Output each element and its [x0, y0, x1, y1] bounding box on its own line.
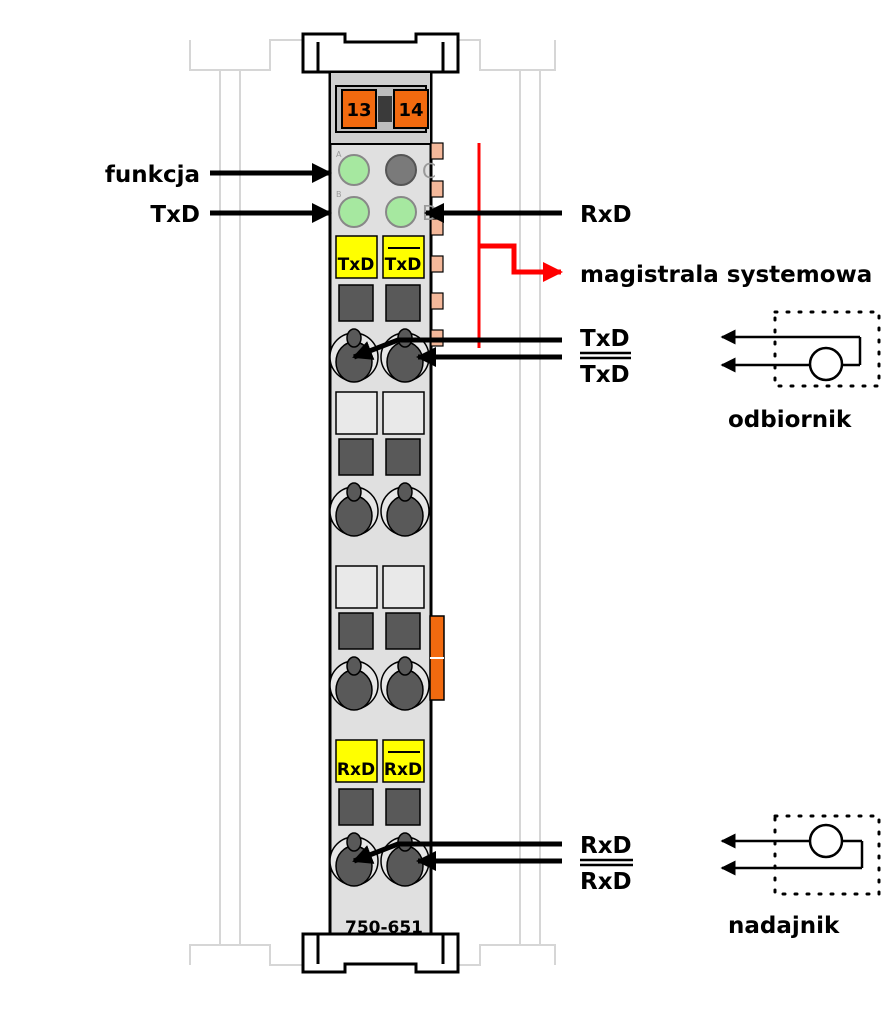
- label-rxd: RxD: [337, 760, 375, 780]
- terminal-number-14: 14: [398, 100, 423, 121]
- annotation-funkcja: funkcja: [105, 162, 200, 188]
- label-txd-inverted-box: [382, 235, 425, 279]
- annotation-rxd-in-inverted: RxD: [580, 869, 632, 895]
- led-d-rxd: [385, 196, 417, 228]
- label-blank-1: [335, 391, 378, 435]
- annotation-txd-led: TxD: [150, 202, 200, 228]
- led-a-function: [338, 154, 370, 186]
- annotation-txd-out: TxD: [580, 326, 630, 352]
- clamp-slot-4: [385, 438, 421, 476]
- label-txd-inverted: TxD: [385, 255, 422, 275]
- clamp-slot-5: [338, 612, 374, 650]
- top-clip: [301, 32, 460, 74]
- system-bus-arrow: [479, 243, 563, 282]
- led-letter-b: B: [336, 190, 342, 199]
- led-letter-c: C: [422, 159, 436, 183]
- receiver-symbol: [720, 310, 881, 388]
- label-rxd-box: [335, 739, 378, 783]
- terminal-number-13: 13: [346, 100, 371, 121]
- annotation-receiver: odbiornik: [728, 407, 852, 433]
- led-c: [385, 154, 417, 186]
- label-txd: TxD: [338, 255, 375, 275]
- clamp-slot-6: [385, 612, 421, 650]
- annotation-rxd-in: RxD: [580, 833, 632, 859]
- bottom-clip: [301, 932, 460, 974]
- led-b-txd: [338, 196, 370, 228]
- terminal-number-13-box: [341, 89, 377, 129]
- clamp-slot-7: [338, 788, 374, 826]
- annotation-bus: magistrala systemowa: [580, 262, 872, 288]
- annotation-txd-out-inverted: TxD: [580, 362, 630, 388]
- transmitter-symbol: [720, 814, 881, 896]
- terminal-number-14-box: [393, 89, 429, 129]
- ghost-rail-outline: [189, 39, 556, 966]
- label-rxd-inverted: RxD: [384, 760, 422, 780]
- label-rxd-inverted-box: [382, 739, 425, 783]
- clamp-slot-3: [338, 438, 374, 476]
- arrow-txd-out: [352, 337, 562, 360]
- label-blank-3: [335, 565, 378, 609]
- annotation-transmitter: nadajnik: [728, 913, 840, 939]
- number-separator: [378, 96, 392, 122]
- label-txd-box: [335, 235, 378, 279]
- led-letter-a: A: [336, 150, 342, 159]
- arrow-rxd-in: [352, 841, 562, 864]
- label-blank-2: [382, 391, 425, 435]
- clamp-slot-2: [385, 284, 421, 322]
- clamp-slot-8: [385, 788, 421, 826]
- clamp-slot-1: [338, 284, 374, 322]
- annotation-rxd-led: RxD: [580, 202, 632, 228]
- model-number: 750-651: [345, 918, 423, 938]
- label-blank-4: [382, 565, 425, 609]
